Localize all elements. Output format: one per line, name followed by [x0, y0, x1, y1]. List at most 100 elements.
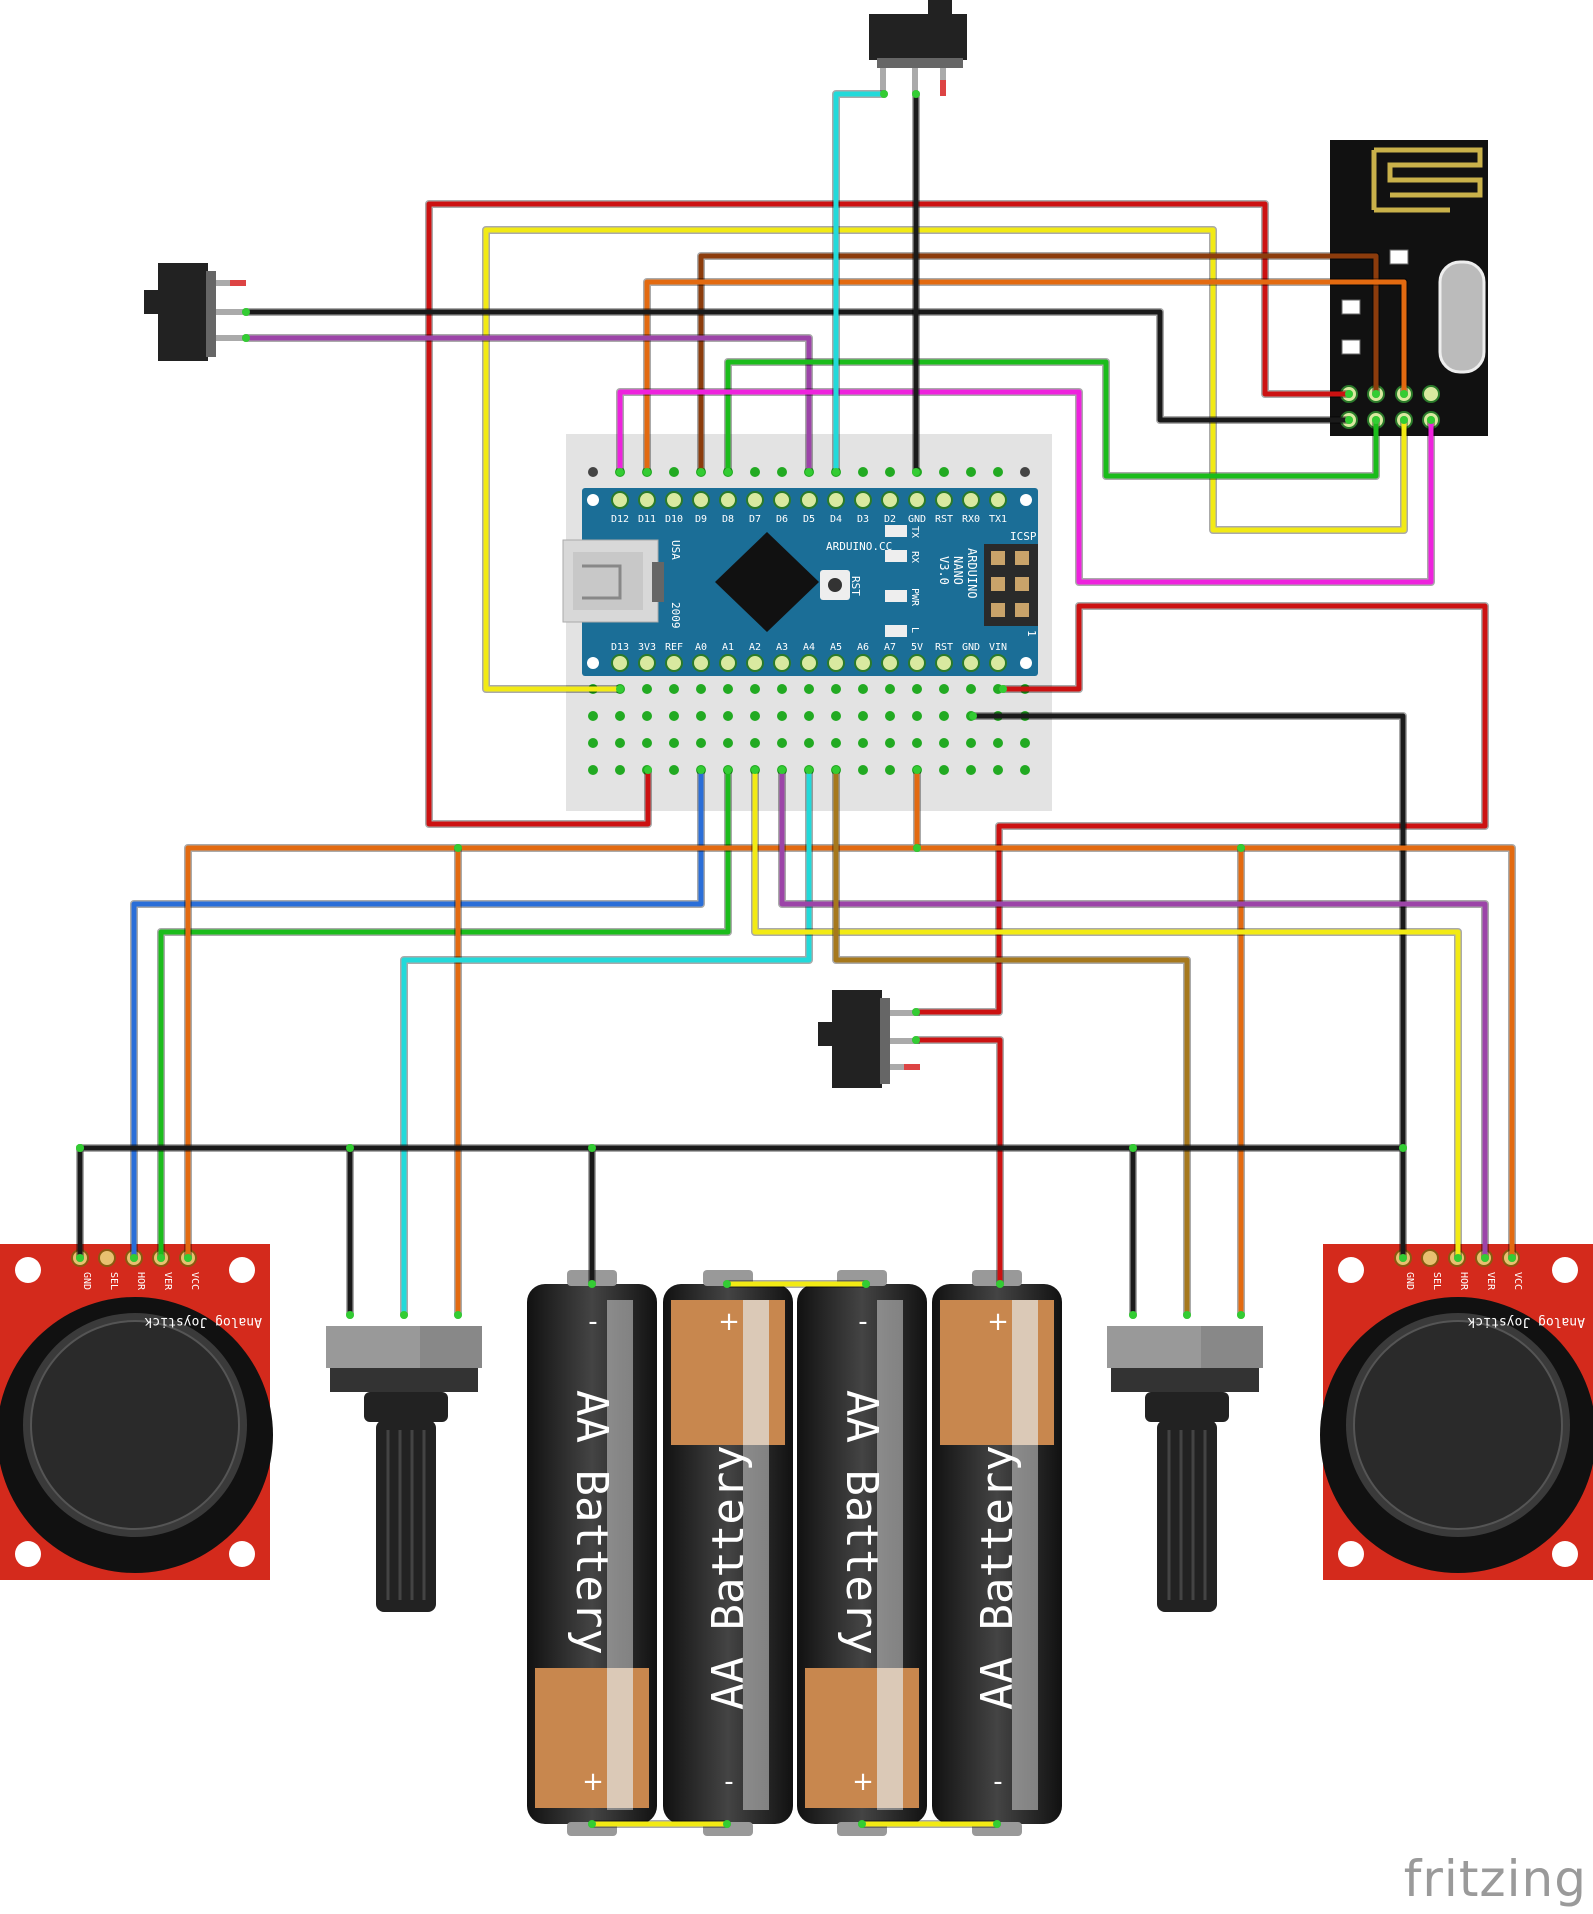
wire-endpoints	[76, 90, 1516, 1828]
wire-end	[1372, 416, 1380, 424]
nano-bottom-pin	[719, 654, 737, 672]
nano-top-pin-label: D2	[884, 514, 896, 525]
wire-shadow	[157, 766, 732, 1262]
wire	[833, 91, 887, 475]
wire-end	[1345, 416, 1353, 424]
wire-end	[454, 844, 462, 852]
wire	[644, 279, 1407, 475]
breadboard-hole	[885, 738, 895, 748]
breadboard-hole	[966, 684, 976, 694]
wire	[158, 767, 731, 1261]
nano-pin1-marker: 1	[1025, 630, 1038, 637]
nano-brand-label: ARDUINO.CC	[826, 540, 892, 553]
battery-terminal-sign: +	[582, 1767, 604, 1797]
breadboard-hole	[588, 765, 598, 775]
nano-top-pin-label: D3	[857, 514, 869, 525]
nano-mount-hole	[1020, 494, 1032, 506]
breadboard-hole	[615, 765, 625, 775]
battery-pack: AA Battery-+AA Battery+-AA Battery-+AA B…	[527, 1270, 1062, 1836]
nrf-pin	[1422, 385, 1440, 403]
wire-end	[130, 1254, 138, 1262]
breadboard-hole	[588, 711, 598, 721]
aa-battery: AA Battery+-	[663, 1270, 793, 1836]
wire-end	[723, 1280, 731, 1288]
nano-top-pin	[935, 491, 953, 509]
wire-end	[697, 766, 705, 774]
wire-end	[454, 1311, 462, 1319]
nano-top-pin-label: D9	[695, 514, 707, 525]
nano-top-pin-label: D5	[803, 514, 815, 525]
nano-top-pin	[989, 491, 1007, 509]
wire-end	[1481, 1254, 1489, 1262]
breadboard-hole	[966, 467, 976, 477]
slide-switch-middle	[818, 990, 920, 1088]
nano-top-pin-label: D8	[722, 514, 734, 525]
wire-end	[1399, 1254, 1407, 1262]
nano-title-line-3: V3.0	[937, 556, 951, 585]
joystick-pin-label: SEL	[1431, 1272, 1442, 1290]
nano-bottom-pin-label: REF	[665, 642, 683, 653]
nano-bottom-pin	[746, 654, 764, 672]
nano-led-rx: RX	[909, 551, 920, 563]
wire-end	[588, 1280, 596, 1288]
wire-end	[832, 468, 840, 476]
wire-end	[1237, 844, 1245, 852]
nrf24-module	[1330, 140, 1488, 436]
wire-end	[697, 468, 705, 476]
breadboard-hole	[885, 467, 895, 477]
wire	[401, 767, 812, 1318]
breadboard-hole	[912, 684, 922, 694]
breadboard-hole	[642, 711, 652, 721]
nano-bottom-pin	[611, 654, 629, 672]
breadboard-hole	[777, 467, 787, 477]
nano-led-l: L	[909, 627, 920, 633]
wire	[185, 767, 920, 1261]
breadboard-hole	[858, 738, 868, 748]
breadboard-hole	[750, 711, 760, 721]
nano-top-pin	[638, 491, 656, 509]
nano-top-pin	[665, 491, 683, 509]
battery-terminal-sign: -	[993, 1767, 1002, 1797]
nano-bottom-pin	[881, 654, 899, 672]
wire	[617, 389, 1434, 585]
wire-end	[643, 468, 651, 476]
wire	[833, 767, 1190, 1318]
breadboard-hole	[912, 738, 922, 748]
nano-top-pin	[854, 491, 872, 509]
wire-end	[751, 766, 759, 774]
nano-bottom-pin-label: A0	[695, 642, 707, 653]
breadboard-hole	[615, 711, 625, 721]
breadboard-hole	[939, 765, 949, 775]
wires	[76, 90, 1516, 1828]
wire-shadow	[913, 844, 1516, 1262]
nano-bottom-pin	[827, 654, 845, 672]
nano-bottom-pin-label: D13	[611, 642, 629, 653]
wire-end	[1372, 390, 1380, 398]
nano-mount-hole	[1020, 657, 1032, 669]
wire-end	[242, 334, 250, 342]
breadboard-hole	[723, 684, 733, 694]
breadboard-hole	[993, 765, 1003, 775]
breadboard-hole	[669, 711, 679, 721]
joystick-pin-label: VCC	[1512, 1272, 1523, 1290]
nano-bottom-pin-label: 5V	[911, 642, 923, 653]
wire-end	[724, 468, 732, 476]
wire-end	[912, 468, 920, 476]
nano-top-pin	[719, 491, 737, 509]
nano-mount-hole	[587, 494, 599, 506]
breadboard-hole	[885, 765, 895, 775]
nano-bottom-pin	[908, 654, 926, 672]
joystick-right-board-text: Analog Joystick	[1467, 1314, 1585, 1329]
wire-end	[616, 468, 624, 476]
breadboard-hole	[750, 738, 760, 748]
joystick-pin-label: VER	[162, 1272, 173, 1291]
breadboard-hole	[939, 684, 949, 694]
breadboard-hole	[642, 738, 652, 748]
breadboard-hole	[588, 467, 598, 477]
breadboard-hole	[750, 684, 760, 694]
battery-terminal-sign: +	[718, 1307, 740, 1337]
breadboard-hole	[1020, 467, 1030, 477]
breadboard-hole	[939, 738, 949, 748]
joystick-pin-label: GND	[1404, 1272, 1415, 1290]
